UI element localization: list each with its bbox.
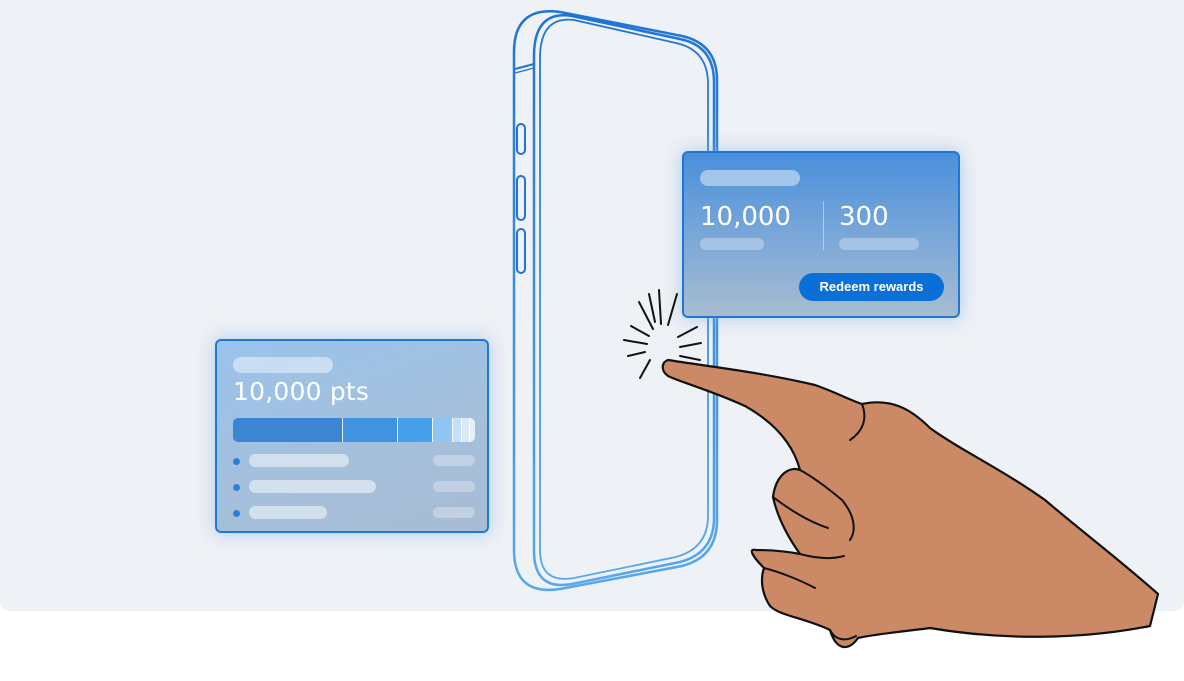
list-item-label-placeholder	[249, 480, 376, 493]
list-item-label-placeholder	[249, 506, 327, 519]
progress-segment-7	[469, 418, 475, 442]
tap-burst-icon	[623, 289, 702, 379]
stat-label-placeholder	[839, 238, 919, 250]
points-balance-value: 10,000 pts	[233, 377, 370, 406]
rewards-card: 10,000 300 Redeem rewards	[682, 151, 960, 318]
bullet-icon	[233, 510, 240, 517]
list-item-value-placeholder	[433, 455, 475, 466]
points-progress-bar	[233, 418, 475, 442]
progress-segment-6	[461, 418, 470, 442]
list-item	[233, 454, 475, 468]
list-item-label-placeholder	[249, 454, 349, 467]
list-item	[233, 480, 475, 494]
points-balance-card: 10,000 pts	[215, 339, 489, 533]
stat-label-placeholder	[700, 238, 764, 250]
bullet-icon	[233, 458, 240, 465]
progress-segment-4	[432, 418, 452, 442]
progress-segment-5	[451, 418, 462, 442]
points-stat-value: 10,000	[700, 202, 791, 232]
card-title-placeholder	[700, 170, 800, 186]
list-item	[233, 506, 475, 520]
progress-segment-3	[396, 418, 433, 442]
progress-segment-2	[341, 418, 397, 442]
list-item-value-placeholder	[433, 481, 475, 492]
rewards-stat-value: 300	[839, 202, 889, 232]
hand-shape	[661, 358, 1160, 648]
card-title-placeholder	[233, 357, 333, 373]
progress-segment-1	[233, 418, 342, 442]
list-item-value-placeholder	[433, 507, 475, 518]
bullet-icon	[233, 484, 240, 491]
redeem-rewards-button[interactable]: Redeem rewards	[799, 273, 944, 301]
stat-divider	[823, 201, 824, 250]
